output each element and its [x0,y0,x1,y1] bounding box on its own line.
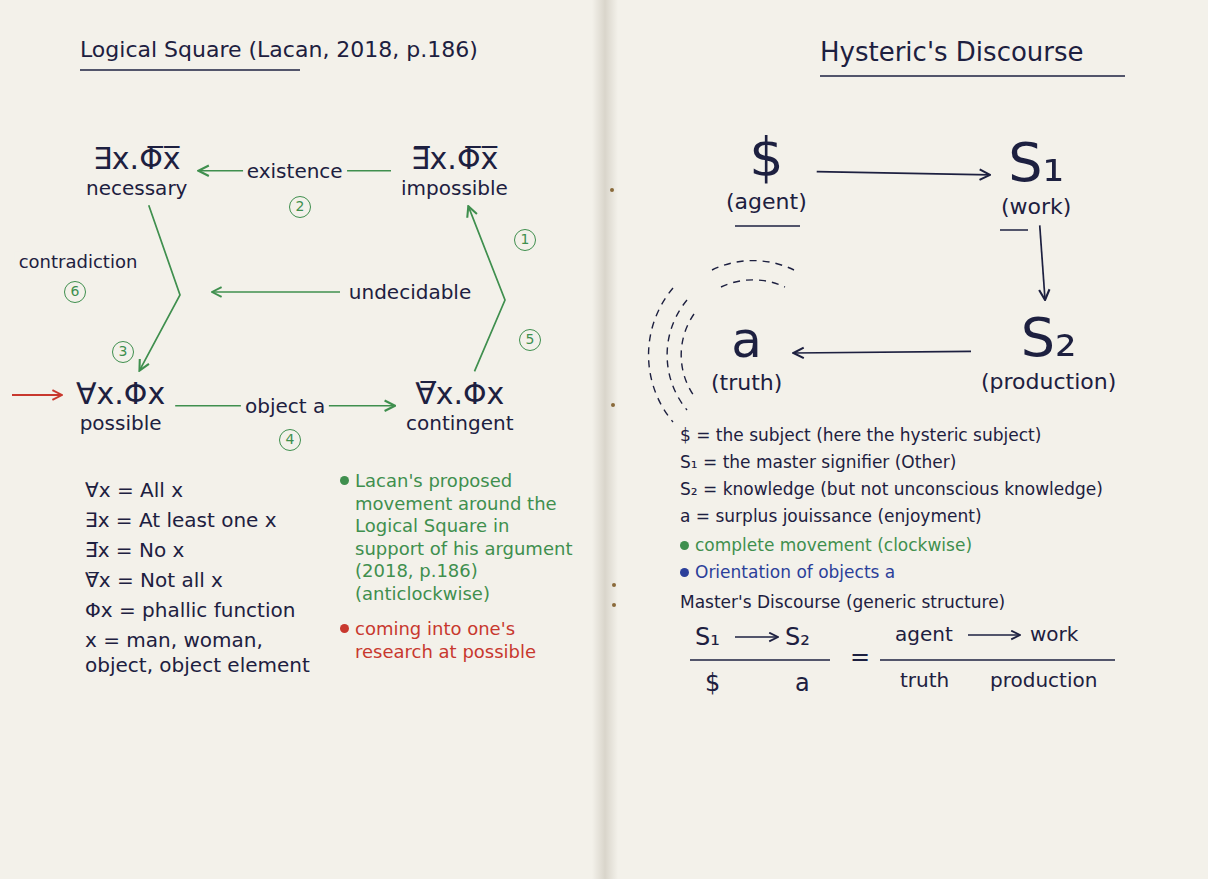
formula-node: ∀x.Φxpossible [70,375,171,437]
callout-number: 6 [64,281,86,303]
node-caption: necessary [86,177,187,200]
node-caption: (production) [981,369,1116,394]
formula-arrow [735,636,778,638]
legend-entry: Lacan's proposed movement around the Log… [340,470,575,605]
key-definition: ∀x = All x [85,478,183,503]
node-symbol: $ [749,127,783,189]
edge-label: existence [243,159,347,183]
node-symbol: ∃x.Φ̅x̅ [93,142,181,177]
section-heading: Master's Discourse (generic structure) [680,592,1005,613]
page-heading: Hysteric's Discourse [820,36,1084,69]
callout-number: 4 [279,429,301,451]
node-caption: (work) [1001,194,1071,219]
node-symbol: ∀x.Φx [76,377,165,412]
formula-node: ∀̅x.Φxcontingent [400,375,520,437]
page-crease [592,0,618,879]
term-definition: S₂ = knowledge (but not unconscious know… [680,479,1195,500]
formula-position: work [1030,622,1078,647]
node-caption: (agent) [726,189,807,214]
callout-number: 2 [289,196,311,218]
term-definition: a = surplus jouissance (enjoyment) [680,506,1195,527]
node-symbol: ∃̅x.Φ̅x̅ [411,142,499,177]
callout-number: 3 [112,341,134,363]
node-caption: impossible [401,177,508,200]
flow-arrow [793,351,971,353]
node-caption: possible [80,412,162,435]
discourse-term: S₁(work) [995,130,1077,221]
key-definition: ∃̅x = No x [85,538,184,563]
callout-number: 5 [519,329,541,351]
legend-swatch [680,541,689,550]
edge-label: undecidable [345,280,475,304]
page-title: Logical Square (Lacan, 2018, p.186) [80,36,478,64]
legend-text: Lacan's proposed movement around the Log… [355,470,575,605]
formula-node: ∃̅x.Φ̅x̅impossible [395,140,514,202]
discourse-term: S₂(production) [975,305,1122,396]
formula-equals: = [850,642,870,672]
binding-stitch [610,188,614,192]
formula-position: agent [895,622,953,647]
discourse-term: a(truth) [705,310,788,397]
term-underline [735,225,800,227]
movement-arrow [212,291,340,293]
formula-node: ∃x.Φ̅x̅necessary [80,140,193,202]
formula-term: S₁ [695,622,720,652]
legend-swatch [340,476,349,485]
legend-entry: coming into one's research at possible [340,618,575,663]
legend-text: Orientation of objects a [695,562,895,583]
term-underline [1000,229,1028,231]
binding-stitch [612,583,616,587]
legend-text: complete movement (clockwise) [695,535,972,556]
legend-swatch [340,624,349,633]
formula-term: $ [705,668,720,698]
formula-term: S₂ [785,622,810,652]
node-caption: (truth) [711,370,782,395]
term-definition: $ = the subject (here the hysteric subje… [680,425,1195,446]
key-definition: ∃x = At least one x [85,508,277,533]
term-definition: S₁ = the master signifier (Other) [680,452,1195,473]
heading-underline [820,75,1125,77]
fraction-bar [880,659,1115,661]
key-definition: ∀̅x = Not all x [85,568,223,593]
flow-arrow [817,172,990,175]
formula-position: truth [900,668,949,693]
binding-stitch [611,403,615,407]
node-symbol: S₂ [1021,307,1077,369]
flow-arrow [1040,225,1045,300]
legend-entry: complete movement (clockwise) [680,535,1195,556]
flow-arrow [139,205,180,370]
legend-entry: Orientation of objects a [680,562,1195,583]
node-symbol: S₁ [1008,132,1064,194]
node-caption: contingent [406,412,514,435]
node-symbol: a [731,312,762,370]
legend-text: coming into one's research at possible [355,618,575,663]
discourse-term: $(agent) [720,125,813,216]
edge-label: contradiction [15,251,142,273]
formula-position: production [990,668,1097,693]
radiating-arcs [649,261,794,422]
edge-label: object a [241,394,329,418]
entry-arrow [12,394,62,396]
key-definition: Φx = phallic function [85,598,295,623]
callout-number: 1 [514,229,536,251]
binding-stitch [612,603,616,607]
fraction-bar [690,659,830,661]
title-underline [80,69,300,71]
formula-arrow [968,634,1020,636]
formula-term: a [795,668,810,698]
node-symbol: ∀̅x.Φx [415,377,504,412]
key-definition: x = man, woman, object, object element [85,628,325,678]
legend-swatch [680,568,689,577]
